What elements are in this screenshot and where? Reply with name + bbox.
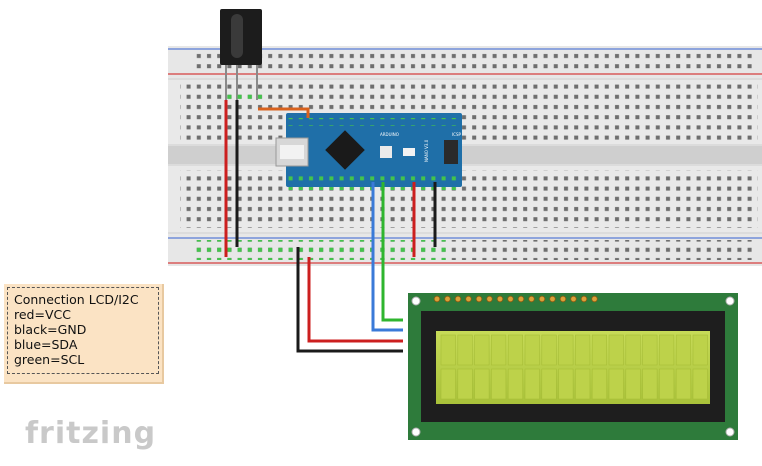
sda-wire <box>371 182 403 332</box>
lcd-cell <box>642 334 658 366</box>
lcd-cell <box>507 334 524 366</box>
lcd-header-pin <box>496 295 504 303</box>
icsp-header <box>444 140 458 164</box>
upper-terminal-holes <box>180 84 758 140</box>
lcd-cell <box>457 334 473 366</box>
note-line-green: green=SCL <box>14 352 85 367</box>
lcd-header-pin <box>486 295 493 303</box>
lcd-cell <box>675 368 692 400</box>
top-rail-holes <box>196 51 756 71</box>
ir-receiver <box>220 9 262 102</box>
note-border: Connection LCD/I2C red=VCC black=GND blu… <box>7 287 159 374</box>
lcd-cell <box>625 334 641 366</box>
microcontroller-chip <box>325 130 365 170</box>
lcd-cell <box>608 334 624 366</box>
lcd-character-grid <box>440 334 708 400</box>
lower-terminal-holes <box>180 170 758 228</box>
lcd-header-pin <box>559 295 567 303</box>
nano-board <box>286 113 462 187</box>
nano-top-pins <box>288 118 458 126</box>
lcd-cell <box>575 368 591 400</box>
model-label: NANO V3.0 <box>424 139 429 162</box>
lcd-cell <box>692 334 708 366</box>
lcd-cell <box>457 368 473 400</box>
lcd-header-pin <box>517 295 525 303</box>
lcd-cell <box>591 334 608 366</box>
lcd-cell <box>474 368 490 400</box>
note-line-black: black=GND <box>14 322 87 337</box>
lcd-header-pin <box>475 295 483 303</box>
lcd-module <box>408 293 738 440</box>
lcd-cell <box>524 368 540 400</box>
lcd-cell <box>675 334 692 366</box>
lcd-cell <box>440 334 456 366</box>
lcd-header-pin <box>444 295 451 303</box>
lcd-cell <box>491 368 507 400</box>
nano-label: ARDUINO <box>380 132 399 137</box>
lcd-header-pin <box>528 295 535 303</box>
breadboard <box>168 46 762 266</box>
lcd-cell <box>659 368 675 400</box>
lcd-cell <box>474 334 490 366</box>
nano-bottom-pins <box>288 174 458 182</box>
note-line-red: red=VCC <box>14 307 71 322</box>
lcd-cell <box>524 334 540 366</box>
lcd-cell <box>625 368 641 400</box>
lcd-header-pin <box>549 295 556 303</box>
lcd-gnd-wire <box>296 247 403 353</box>
lcd-header-pin <box>580 295 588 303</box>
lcd-cell <box>541 334 557 366</box>
note-line-blue: blue=SDA <box>14 337 78 352</box>
lcd-header-pin <box>507 295 514 303</box>
lcd-header-pin <box>433 295 441 303</box>
lcd-cell <box>575 334 591 366</box>
center-channel <box>168 146 762 164</box>
lcd-cell <box>608 368 624 400</box>
lcd-vcc-wire <box>307 257 403 343</box>
lcd-header-pin <box>454 295 462 303</box>
lcd-cell <box>659 334 675 366</box>
lcd-cell <box>642 368 658 400</box>
reset-button <box>380 146 392 158</box>
lcd-header-pins <box>433 295 598 303</box>
wires <box>224 100 437 353</box>
bottom-rail-active-holes <box>196 240 446 260</box>
lcd-cell <box>507 368 524 400</box>
lcd-cell <box>558 368 574 400</box>
lcd-header-pin <box>570 295 577 303</box>
scl-wire <box>381 182 403 322</box>
lcd-cell <box>440 368 456 400</box>
lcd-cell <box>692 368 708 400</box>
arduino-nano: ARDUINO ICSP NANO V3.0 <box>275 113 462 187</box>
lcd-header-pin <box>538 295 546 303</box>
lcd-header-pin <box>591 295 598 303</box>
lcd-cell <box>491 334 507 366</box>
ir-receiver-lens <box>231 14 243 58</box>
led-pad <box>403 148 415 156</box>
icsp-label: ICSP <box>452 132 462 137</box>
connection-note: Connection LCD/I2C red=VCC black=GND blu… <box>4 284 164 384</box>
ir-signal-wire <box>258 107 310 118</box>
lcd-cell <box>541 368 557 400</box>
fritzing-logo: fritzing <box>25 416 157 451</box>
lcd-header-pin <box>465 295 472 303</box>
lcd-cell <box>558 334 574 366</box>
lcd-cell <box>591 368 608 400</box>
note-title: Connection LCD/I2C <box>14 292 139 307</box>
